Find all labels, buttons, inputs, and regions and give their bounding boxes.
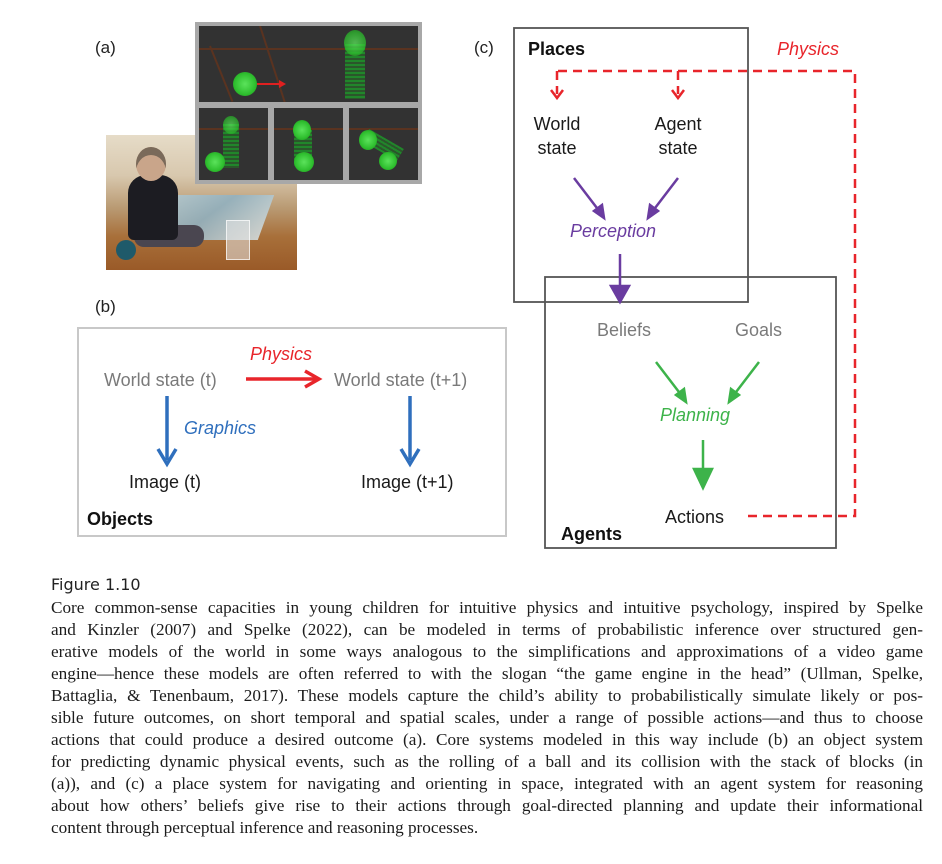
simulation-frame-3 xyxy=(349,108,418,180)
panel-c-label: (c) xyxy=(474,38,494,57)
caption-line: Core common-sense capacities in young ch… xyxy=(51,598,923,617)
simulation-frame-2 xyxy=(274,108,343,180)
caption-line: (a)), and (c) a place system for navigat… xyxy=(51,774,923,793)
graphics-arrow-right xyxy=(399,396,421,468)
node-world-state-line2: state xyxy=(537,138,577,158)
node-actions: Actions xyxy=(665,507,725,527)
figure-caption-body: Core common-sense capacities in young ch… xyxy=(51,597,923,839)
ball-sim-shape xyxy=(233,72,257,96)
physics-simulation-panel xyxy=(195,22,422,184)
caption-line: for predicting dynamic physical events, … xyxy=(51,752,923,771)
simulation-frame-1 xyxy=(199,108,268,180)
block-stack-shape xyxy=(226,220,250,260)
agents-box-title: Agents xyxy=(561,524,623,544)
agents-box xyxy=(544,276,837,549)
caption-line: engine—hence these models are often refe… xyxy=(51,664,923,683)
node-agent-state-line2: state xyxy=(658,138,698,158)
node-world-state-t: World state (t) xyxy=(104,370,217,390)
places-box xyxy=(513,27,749,303)
caption-line: Battaglia, & Tenenbaum, 2017). These mod… xyxy=(51,686,923,705)
child-body-shape xyxy=(128,175,178,240)
child-head-shape xyxy=(136,147,166,181)
caption-line: content through perceptual inference and… xyxy=(51,818,479,837)
node-image-t1: Image (t+1) xyxy=(361,472,454,492)
graphics-arrow-left xyxy=(156,396,178,468)
ball-shape xyxy=(116,240,136,260)
simulation-frame-main xyxy=(199,26,418,102)
caption-line: about how others’ beliefs give rise to t… xyxy=(51,796,923,815)
node-goals: Goals xyxy=(735,320,783,340)
node-world-state-t1: World state (t+1) xyxy=(334,370,468,390)
perception-arrows xyxy=(573,177,679,305)
figure-caption-heading: Figure 1.10 xyxy=(51,575,141,594)
objects-box-title: Objects xyxy=(87,509,154,529)
node-beliefs: Beliefs xyxy=(597,320,652,340)
physics-arrowheads xyxy=(550,89,685,101)
caption-line: sible future outcomes, on short temporal… xyxy=(51,708,923,727)
physics-arrow-b xyxy=(246,369,323,389)
physics-loop-dashed xyxy=(555,69,857,518)
node-planning: Planning xyxy=(660,405,731,425)
node-agent-state: Agent state xyxy=(638,112,718,160)
edge-label-graphics: Graphics xyxy=(184,418,257,438)
objects-box xyxy=(77,327,507,537)
caption-line: and Kinzler (2007) and Spelke (2022), ca… xyxy=(51,620,923,639)
node-agent-state-line1: Agent xyxy=(654,114,702,134)
node-perception: Perception xyxy=(570,221,657,241)
node-world-state: World state xyxy=(517,112,597,160)
node-image-t: Image (t) xyxy=(129,472,202,492)
node-world-state-line1: World xyxy=(533,114,581,134)
planning-arrows xyxy=(655,361,760,491)
block-stack-sim-shape xyxy=(345,44,365,99)
velocity-arrow-shape xyxy=(257,83,283,85)
caption-line: erative models of the world in some ways… xyxy=(51,642,923,661)
physics-loop-label: Physics xyxy=(777,39,840,59)
places-box-title: Places xyxy=(528,39,586,59)
panel-b-label: (b) xyxy=(95,297,116,316)
panel-a-label: (a) xyxy=(95,38,116,57)
edge-label-physics: Physics xyxy=(250,344,313,364)
caption-line: actions that could produce a desired out… xyxy=(51,730,923,749)
